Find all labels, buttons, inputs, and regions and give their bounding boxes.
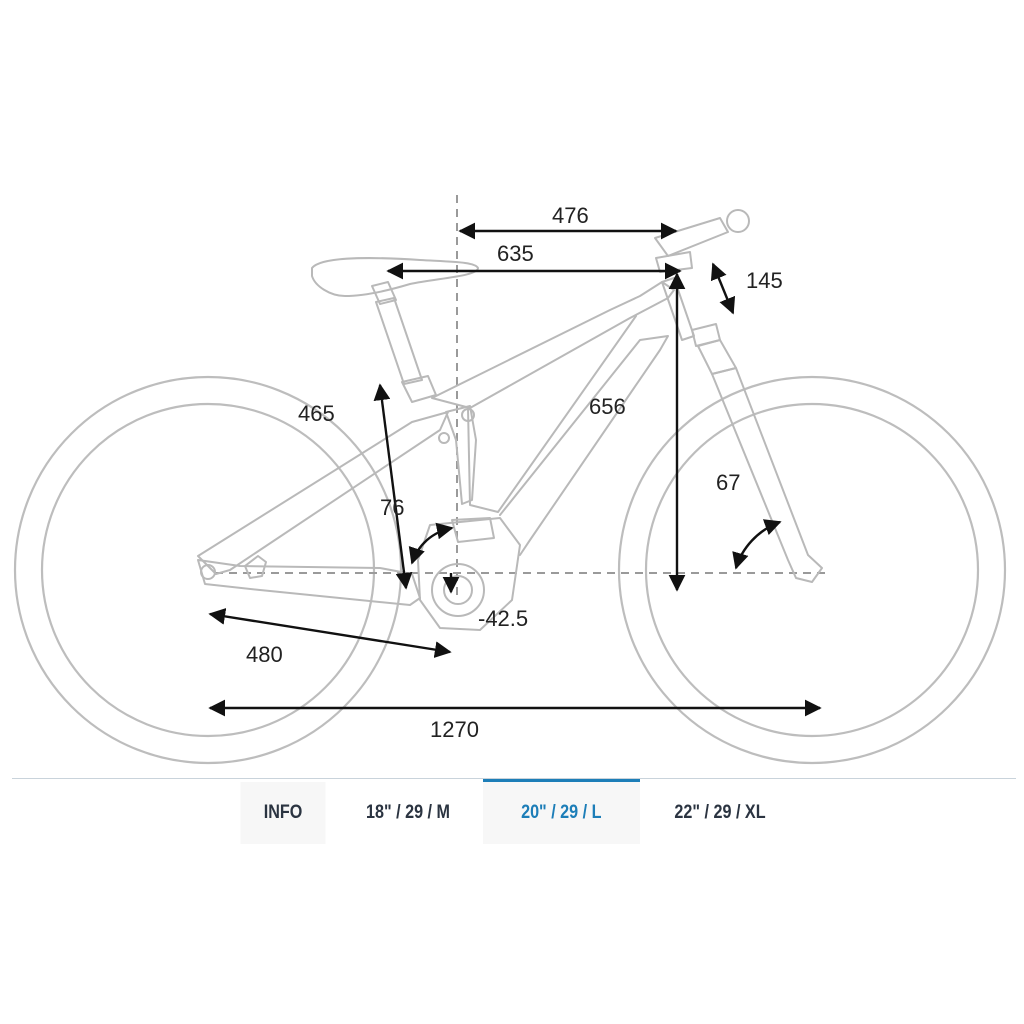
stack-label: 635 [497,241,534,266]
stem-label: 145 [746,268,783,293]
size-tab-bar: INFO 18" / 29 / M 20" / 29 / L 22" / 29 … [0,778,1024,848]
fork-lower [711,367,823,583]
chain-stay [197,559,421,606]
bb-drop-label: -42.5 [478,606,528,631]
tab-size-l-label: 20" / 29 / L [521,802,602,823]
front-wheel [617,375,1007,765]
height-label: 656 [589,394,626,419]
seat-angle-label: 76 [380,495,404,520]
tab-size-xl[interactable]: 22" / 29 / XL [674,802,766,823]
tab-divider [12,778,1016,779]
seat-stay [197,411,449,575]
top-tube [431,281,675,409]
seat-tube-label: 465 [298,401,335,426]
saddle [311,257,479,297]
tab-size-l[interactable]: 20" / 29 / L [483,779,640,844]
head-angle-label: 67 [716,470,740,495]
fork-crown [691,323,721,347]
chainstay-label: 480 [246,642,283,667]
bike-frame [197,209,823,631]
seatpost [375,297,423,385]
tab-info[interactable]: INFO [240,782,326,844]
reach-label: 476 [552,203,589,228]
rear-shock [445,405,477,505]
tab-size-m[interactable]: 18" / 29 / M [366,802,450,823]
motor-housing [417,517,521,631]
dimension-arrows [208,222,822,717]
stem [654,217,729,257]
wheelbase-label: 1270 [430,717,479,742]
bike-geometry-diagram: 476 635 145 465 656 76 67 -42.5 480 1270 [13,195,1007,765]
down-tube [467,315,637,513]
rear-wheel [13,375,403,765]
